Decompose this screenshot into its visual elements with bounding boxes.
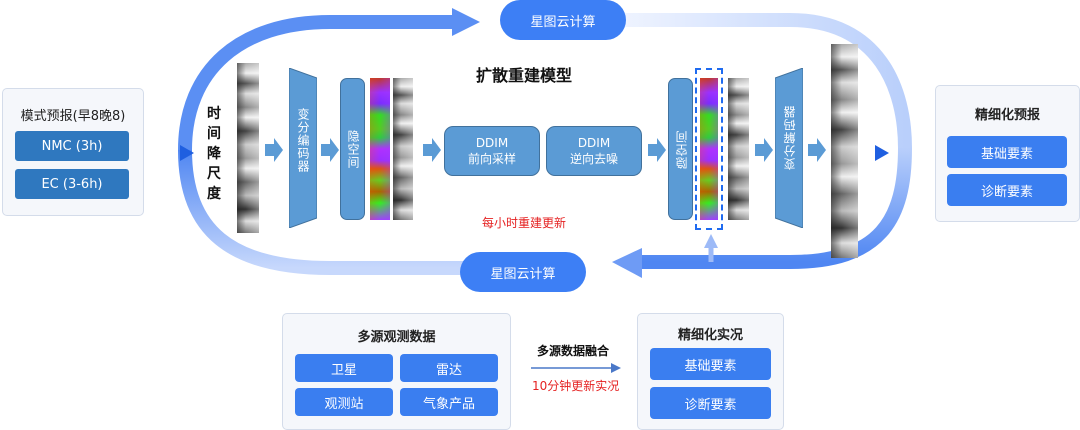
time-downscale-label: 时 间 降 尺 度 — [206, 104, 222, 204]
latent-feature-strip-right — [700, 78, 718, 220]
input-field-strip — [237, 63, 259, 233]
model-forecast-panel: 模式预报(早8晚8) NMC (3h) EC (3-6h) — [2, 88, 144, 216]
time-downscale-char: 降 — [207, 146, 221, 162]
observation-title: 多源观测数据 — [357, 330, 436, 345]
refined-analysis-title: 精细化实况 — [677, 328, 743, 343]
bottom-left-flow-arc — [178, 149, 470, 275]
block-arrow-icon — [321, 138, 339, 162]
fusion-arrow — [531, 363, 621, 373]
latent-right-label: 隐空间 — [675, 130, 689, 169]
hourly-rebuild-note: 每小时重建更新 — [482, 216, 567, 230]
model-title: 扩散重建模型 — [476, 66, 573, 85]
analysis-basic-elements-button[interactable]: 基础要素 — [650, 348, 771, 380]
analysis-diagnostic-elements-button[interactable]: 诊断要素 — [650, 387, 771, 419]
diagnostic-elements-button[interactable]: 诊断要素 — [947, 174, 1067, 206]
refined-analysis-panel: 精细化实况 基础要素 诊断要素 — [637, 313, 784, 430]
top-right-flow-arc — [610, 13, 912, 149]
basic-elements-button[interactable]: 基础要素 — [947, 136, 1067, 168]
block-arrow-icon — [423, 138, 441, 162]
meteorological-product-button[interactable]: 气象产品 — [400, 388, 498, 416]
ddim-reverse-subtitle: 逆向去噪 — [569, 152, 618, 166]
satellite-button[interactable]: 卫星 — [295, 354, 393, 382]
play-icon-right — [875, 145, 889, 161]
block-arrow-icon — [755, 138, 773, 162]
play-icon-left — [180, 145, 194, 161]
top-flow-arrowhead — [452, 8, 480, 36]
block-arrow-icon — [808, 138, 826, 162]
update-interval-note: 10分钟更新实况 — [532, 379, 620, 393]
cloud-compute-bottom-pill[interactable]: 星图云计算 — [460, 252, 586, 292]
nmc-button[interactable]: NMC (3h) — [15, 131, 129, 161]
time-downscale-char: 时 — [207, 106, 221, 122]
dashed-selection-box — [695, 68, 723, 230]
denoised-field-strip-right — [728, 78, 749, 220]
model-forecast-title: 模式预报(早8晚8) — [20, 109, 126, 124]
ddim-reverse-denoise-block: DDIM 逆向去噪 — [546, 126, 642, 176]
ddim-forward-title: DDIM — [475, 136, 509, 150]
top-left-flow-arc — [178, 15, 455, 151]
radar-button[interactable]: 雷达 — [400, 354, 498, 382]
station-button[interactable]: 观测站 — [295, 388, 393, 416]
latent-feature-strip-left — [370, 78, 390, 220]
upward-arrowhead — [704, 234, 718, 248]
block-arrow-icon — [265, 138, 283, 162]
output-field-strip — [831, 44, 858, 258]
multi-source-observation-panel: 多源观测数据 卫星 雷达 观测站 气象产品 — [282, 313, 511, 430]
ec-button[interactable]: EC (3-6h) — [15, 169, 129, 199]
vae-encoder-block — [289, 68, 317, 228]
decoder-label: 变分解码器 — [783, 105, 797, 170]
encoder-label: 变分编码器 — [296, 108, 310, 173]
bottom-flow-arrowhead — [612, 248, 642, 278]
refined-forecast-title: 精细化预报 — [974, 108, 1040, 123]
bottom-right-flow-arc — [640, 147, 912, 269]
ddim-forward-sampling-block: DDIM 前向采样 — [444, 126, 540, 176]
refined-forecast-panel: 精细化预报 基础要素 诊断要素 — [935, 85, 1080, 222]
cloud-compute-top-pill[interactable]: 星图云计算 — [500, 0, 626, 40]
latent-left-label: 隐空间 — [346, 130, 360, 169]
time-downscale-char: 尺 — [207, 166, 221, 182]
latent-space-left-block — [340, 78, 365, 220]
vae-decoder-block — [775, 68, 803, 228]
noised-field-strip-left — [393, 78, 413, 220]
ddim-reverse-title: DDIM — [577, 136, 611, 150]
time-downscale-char: 度 — [207, 186, 221, 202]
data-fusion-label: 多源数据融合 — [537, 344, 610, 358]
latent-space-right-block — [668, 78, 693, 220]
time-downscale-char: 间 — [207, 126, 221, 142]
block-arrow-icon — [648, 138, 666, 162]
ddim-forward-subtitle: 前向采样 — [467, 152, 516, 166]
